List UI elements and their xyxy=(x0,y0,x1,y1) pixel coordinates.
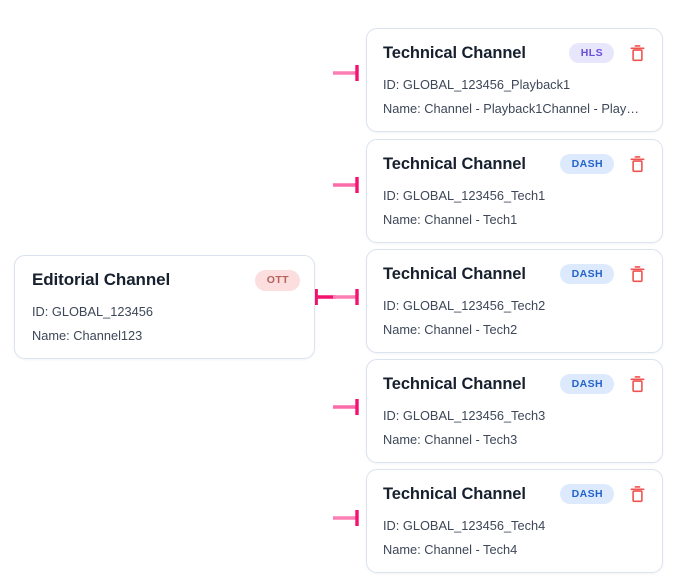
trash-icon xyxy=(629,375,646,393)
status-badge: DASH xyxy=(559,373,614,395)
delete-button[interactable] xyxy=(626,373,648,395)
page-title: Editorial Channel xyxy=(32,270,171,290)
technical-channel-card[interactable]: Technical Channel DASH ID: GLOBAL_123456… xyxy=(366,469,663,573)
channel-name-text: Name: Channel - Tech2 xyxy=(383,322,518,337)
status-badge: HLS xyxy=(568,42,614,64)
card-title: Technical Channel xyxy=(383,484,526,503)
card-title: Technical Channel xyxy=(383,43,526,62)
status-badge: DASH xyxy=(559,153,614,175)
card-title: Technical Channel xyxy=(383,374,526,393)
channel-id-text: ID: GLOBAL_123456_Tech4 xyxy=(383,518,546,533)
card-header: Technical Channel DASH xyxy=(367,250,662,289)
trash-icon xyxy=(629,265,646,283)
channel-id-text: ID: GLOBAL_123456_Tech1 xyxy=(383,188,546,203)
channel-id-text: ID: GLOBAL_123456 xyxy=(32,303,153,319)
channel-id-text: ID: GLOBAL_123456_Playback1 xyxy=(383,77,571,92)
delete-button[interactable] xyxy=(626,42,648,64)
status-badge: DASH xyxy=(559,263,614,285)
channel-name-text: Name: Channel - Tech3 xyxy=(383,432,518,447)
status-badge: DASH xyxy=(559,483,614,505)
card-header: Editorial Channel OTT xyxy=(15,256,314,295)
channel-id-text: ID: GLOBAL_123456_Tech3 xyxy=(383,408,546,423)
delete-button[interactable] xyxy=(626,263,648,285)
trash-icon xyxy=(629,155,646,173)
technical-channel-card[interactable]: Technical Channel HLS ID: GLOBAL_123456_… xyxy=(366,28,663,132)
technical-channel-card[interactable]: Technical Channel DASH ID: GLOBAL_123456… xyxy=(366,359,663,463)
delete-button[interactable] xyxy=(626,483,648,505)
trash-icon xyxy=(629,44,646,62)
card-header: Technical Channel HLS xyxy=(367,29,662,68)
channel-name-text: Name: Channel - Tech4 xyxy=(383,542,518,557)
delete-button[interactable] xyxy=(626,153,648,175)
status-badge: OTT xyxy=(254,270,300,291)
channel-id-text: ID: GLOBAL_123456_Tech2 xyxy=(383,298,546,313)
channel-name-text: Name: Channel - Playback1Channel - Playb… xyxy=(383,101,652,116)
editorial-channel-card[interactable]: Editorial Channel OTT ID: GLOBAL_123456 … xyxy=(14,255,315,359)
technical-channel-card[interactable]: Technical Channel DASH ID: GLOBAL_123456… xyxy=(366,249,663,353)
card-header: Technical Channel DASH xyxy=(367,140,662,179)
channel-name-text: Name: Channel - Tech1 xyxy=(383,212,518,227)
card-title: Technical Channel xyxy=(383,154,526,173)
card-header: Technical Channel DASH xyxy=(367,470,662,509)
technical-channel-card[interactable]: Technical Channel DASH ID: GLOBAL_123456… xyxy=(366,139,663,243)
card-header: Technical Channel DASH xyxy=(367,360,662,399)
trash-icon xyxy=(629,485,646,503)
channel-name-text: Name: Channel123 xyxy=(32,327,143,343)
card-title: Technical Channel xyxy=(383,264,526,283)
